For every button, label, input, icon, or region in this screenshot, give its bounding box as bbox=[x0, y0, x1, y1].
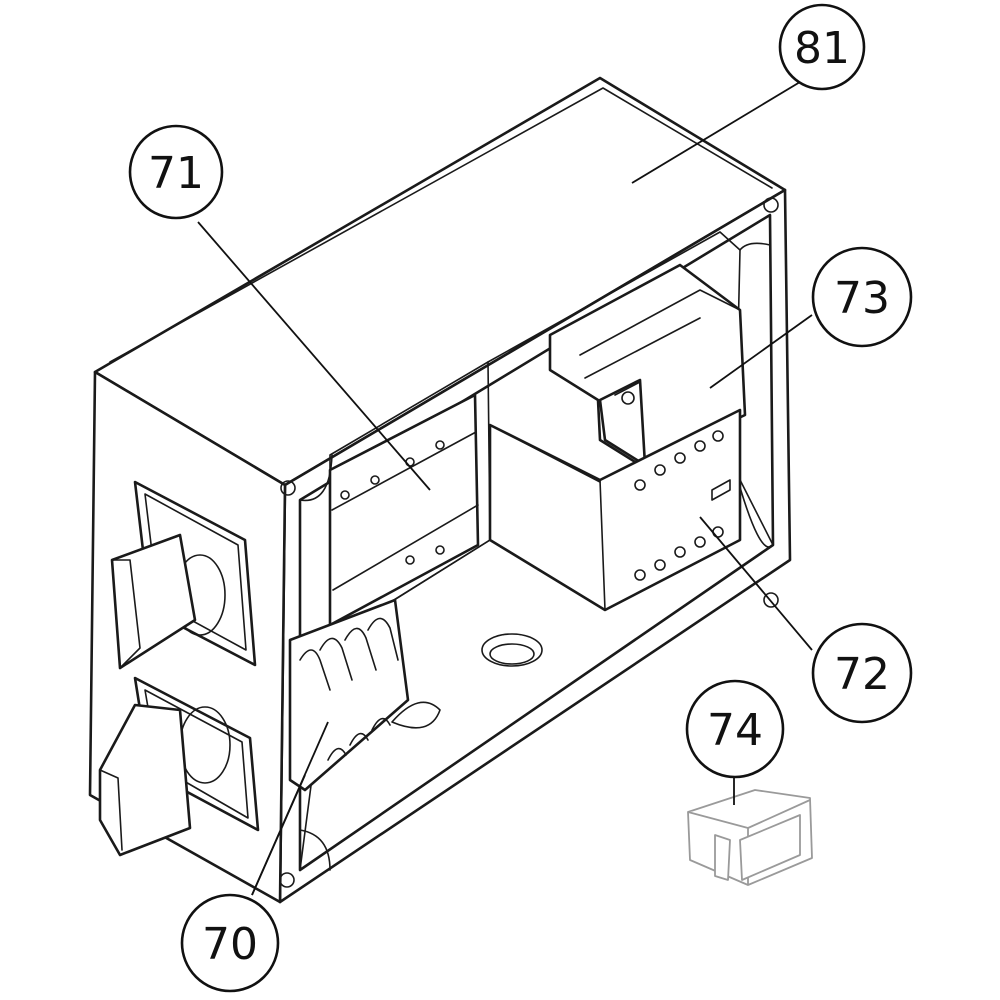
screw-icon bbox=[279, 872, 295, 888]
callout-label-73: 73 bbox=[834, 273, 890, 324]
screw-icon bbox=[763, 197, 779, 213]
callout-label-74: 74 bbox=[707, 705, 763, 756]
callout-73: 73 bbox=[811, 246, 913, 348]
rotary-switch-lower bbox=[98, 676, 260, 857]
callout-81: 81 bbox=[778, 3, 866, 91]
callout-70: 70 bbox=[180, 893, 280, 993]
leader-lines bbox=[197, 81, 813, 896]
leader-line-81 bbox=[631, 81, 801, 184]
lower-right-relay bbox=[488, 408, 742, 612]
callout-71: 71 bbox=[128, 124, 224, 220]
leader-line-70-b bbox=[251, 774, 306, 896]
callout-label-72: 72 bbox=[834, 649, 890, 700]
callout-72: 72 bbox=[811, 622, 913, 724]
callout-label-81: 81 bbox=[794, 23, 850, 74]
upper-right-relay bbox=[548, 263, 747, 467]
callout-74: 74 bbox=[685, 679, 785, 779]
rocker-switch bbox=[687, 789, 813, 886]
leader-line-73 bbox=[709, 314, 813, 389]
callout-label-71: 71 bbox=[148, 148, 204, 199]
upper-terminal-module bbox=[328, 393, 480, 627]
rotary-switch-upper bbox=[110, 480, 257, 670]
leader-line-71 bbox=[197, 221, 431, 491]
leader-line-72 bbox=[699, 516, 813, 651]
callout-label-70: 70 bbox=[202, 919, 258, 970]
screw-icon bbox=[763, 592, 779, 608]
screw-icon bbox=[280, 480, 296, 496]
